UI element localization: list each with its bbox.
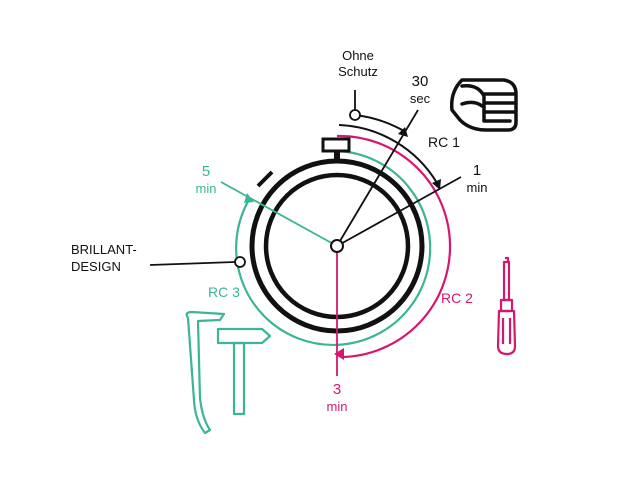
label-1-number: 1 [473, 162, 481, 179]
rc1-arc [338, 124, 438, 184]
screwdriver-icon [496, 256, 517, 356]
label-rc3: RC 3 [208, 284, 240, 300]
ohne-schutz-marker [349, 109, 361, 121]
label-3-unit: min [327, 399, 348, 414]
hand-1-min [336, 176, 462, 247]
rc1-arrowhead [432, 179, 441, 190]
brillant-design-marker [234, 256, 246, 268]
label-1-unit: min [467, 180, 488, 195]
label-30-unit: sec [410, 91, 431, 106]
label-30-number: 30 [412, 73, 429, 90]
hand-5-min [220, 181, 338, 247]
label-ohne-schutz-line1: Ohne [342, 48, 374, 63]
label-brillant-design-line2: DESIGN [71, 259, 121, 274]
hand-30-sec [336, 109, 419, 247]
stopwatch-stem [334, 150, 340, 162]
stopwatch-crown [321, 137, 351, 153]
label-5-unit: min [196, 181, 217, 196]
rc2-arrowhead [334, 348, 344, 360]
fist-icon [449, 78, 518, 132]
label-rc1: RC 1 [428, 134, 460, 150]
label-rc2: RC 2 [441, 290, 473, 306]
label-5-number: 5 [202, 163, 210, 180]
label-3-number: 3 [333, 381, 341, 398]
rc3-arc [235, 149, 432, 347]
crowbar-icon [185, 310, 226, 435]
label-ohne-schutz-line2: Schutz [338, 64, 378, 79]
stopwatch-center-pin [330, 239, 344, 253]
rc2-arc [336, 134, 452, 359]
label-brillant-design-line1: BRILLANT- [71, 242, 137, 257]
stopwatch-side-button [256, 170, 274, 188]
brillant-design-pointer [149, 261, 236, 266]
hammer-icon [216, 327, 272, 416]
